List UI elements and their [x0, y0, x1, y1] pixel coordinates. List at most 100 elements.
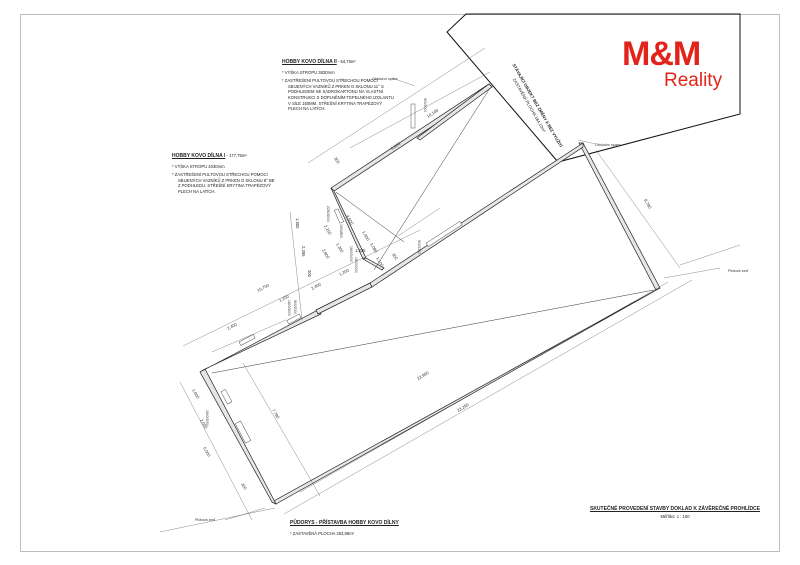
dilna2-title: HOBBY KOVO DÍLNA II [282, 59, 337, 65]
wall-mid-1 [315, 282, 373, 315]
opening-dilna2 [410, 103, 416, 129]
opening-label-4: 900/1300 [417, 240, 421, 254]
dimension-lines [159, 47, 741, 533]
openings [220, 103, 463, 444]
plan-caption: PŮDORYS - PŘÍSTAVBA HOBBY KOVO DÍLNY * Z… [290, 520, 490, 536]
opening-top-2 [286, 313, 302, 325]
opening-label-3: 1800/1000 [354, 257, 358, 273]
opening-label-5: 900/2000 [423, 98, 427, 112]
wall-top-main [369, 142, 584, 288]
diag-main [211, 289, 655, 374]
dim-line-upper-left [211, 319, 287, 353]
dim-seg-s: 300 [240, 482, 248, 491]
wall-dilna2-right [416, 83, 493, 141]
wall-right [578, 142, 661, 291]
wall-dilna2-step [362, 257, 385, 271]
existing-building-outline [446, 13, 741, 163]
notes-dilna1: HOBBY KOVO DÍLNA I - 177,75m² * VÝŠKA ST… [172, 153, 312, 195]
dilna1-area: - 177,75m² [225, 153, 247, 158]
dilna1-line-2: SBIJENÝCH VAZNÍKŮ Z PRKEN O SKLONU 8° BE [178, 177, 275, 183]
dim-seg-m: 1,400 [361, 230, 371, 242]
opening-left-2 [220, 389, 233, 405]
opening-dilna2-left [333, 208, 345, 224]
opening-label-7: 900/2000 [293, 300, 297, 314]
annotation-texts: Obslužní spára Obslužní spára Plotová ze… [195, 77, 749, 522]
document-caption: SKUTEČNÉ PROVEDENÍ STAVBY DOKLAD K ZÁVĚR… [575, 506, 775, 519]
label-plotova-zed-1: Plotová zeď [728, 269, 749, 273]
walls [199, 83, 661, 505]
dim-line-right [595, 149, 681, 269]
dim-line-vertical-left [289, 211, 303, 321]
doc-scale: Měřítko: 1 : 100 [660, 513, 690, 519]
dim-seg-d: 1,200 [338, 267, 350, 277]
existing-building-line-0: STÁVAJÍCÍ OBJEKT BEZ ZMĚNY A BEZ VYUŽITÍ [511, 63, 564, 149]
dim-right-wall: 8,780 [643, 198, 653, 210]
dim-line-inner-height [242, 362, 321, 497]
logo-mm: M&M [622, 35, 701, 73]
label-obsluzni-spara-2: Obslužní spára [595, 143, 621, 147]
label-obsluzni-spara-1: Obslužní spára [372, 77, 398, 81]
dim-seg-o: 1,100 [375, 256, 385, 268]
diag-dilna2-inner [335, 191, 405, 243]
opening-label-1: 1900/800 [339, 224, 343, 238]
diag-dilna2 [373, 87, 491, 271]
dim-seg-k: 2,800 [321, 248, 331, 260]
dim-seg-h: 4,600 [345, 214, 355, 226]
opening-top-3 [425, 221, 463, 247]
dim-seg-n: 1,080 [369, 242, 379, 254]
opening-label-2: 1800/1000 [349, 246, 353, 262]
dim-upper-diag: 8,800 [390, 141, 402, 151]
dim-seg-j: 2,150 [323, 224, 333, 236]
dilna2-line-2: SBIJENÝCH VAZNÍKŮ Z PRKEN O SKLONU 11° S [288, 83, 384, 89]
doc-title: SKUTEČNÉ PROVEDENÍ STAVBY DOKLAD K ZÁVĚR… [589, 506, 761, 512]
opening-label-8: 1800/2000 [205, 410, 209, 426]
wall-upper-left [199, 309, 322, 373]
dim-seg-f: 2,395 [301, 246, 306, 257]
dim-seg-i: 300 [333, 156, 341, 165]
interior-lines [211, 87, 655, 374]
leader-plot-2 [224, 507, 266, 521]
leader-obsluzni-1 [391, 77, 416, 87]
dilna2-line-4: KONSTRUKCI S DOPLNĚNÍM TEPELNÉHO IZOLANT… [288, 94, 394, 100]
dim-inner-height: 7,780 [271, 408, 281, 420]
dim-line-bottom-outer [283, 279, 693, 515]
dim-line-top-inner [349, 71, 491, 149]
dim-seg-e: 1,900 [295, 218, 300, 229]
drawing-frame [20, 14, 780, 552]
dilna1-title: HOBBY KOVO DÍLNA I [172, 153, 226, 159]
fence-line-1 [679, 244, 741, 266]
dim-seg-p: 300 [391, 252, 399, 261]
plan-area: * ZASTAVĚNÁ PLOCHA 253,98m² [290, 530, 355, 536]
dim-bottom-wall: 23,280 [456, 402, 470, 413]
leader-plot-1 [663, 267, 721, 279]
dim-seg-c: 2,400 [310, 281, 322, 291]
logo-reality: Reality [664, 70, 723, 91]
fence-line-2 [159, 507, 276, 533]
opening-left-1 [234, 420, 252, 444]
dilna2-line-1: * ZASTŘEŠENÍ PULTOVOU STŘECHOU POMOCÍ [282, 78, 378, 84]
dilna1-line-1: * ZASTŘEŠENÍ PULTOVOU STŘECHOU POMOCÍ [172, 172, 268, 178]
dilna1-line-3: Z PODHLEDU. STŘEŠNÍ KRYTINA TRAPÉZOVÝ [178, 183, 271, 189]
opening-label-texts: 2250/2000 1900/800 1800/1000 1800/1000 9… [205, 98, 427, 426]
dim-seg-g: 300 [307, 270, 312, 278]
dilna2-line-5: V SÍLE 160MM. STŘEŠNÍ KRYTINA TRAPÉZOVÝ [288, 100, 383, 106]
dim-seg-t: 1,225 [355, 248, 366, 253]
dim-left-wall: 5,000 [202, 446, 212, 458]
brand-logo: M&M Reality [622, 36, 722, 96]
leader-obsluzni-2 [577, 139, 597, 145]
dilna2-line-0: * VÝŠKA STROPU 3830mm [282, 69, 335, 75]
dim-line-left-offset [182, 229, 421, 347]
existing-building-text: STÁVAJÍCÍ OBJEKT BEZ ZMĚNY A BEZ VYUŽITÍ… [511, 63, 564, 149]
dilna2-area: - 54,75m² [336, 59, 356, 64]
opening-label-6: 1800/2000 [287, 300, 291, 316]
dim-long-diag: 22,980 [416, 370, 430, 381]
dilna1-line-4: PLECH NA LATÍCH. [178, 188, 216, 194]
dim-top-wall: 10,100 [426, 107, 440, 119]
opening-label-0: 2250/2000 [326, 206, 330, 222]
label-plotova-zed-2: Plotová zeď [195, 518, 216, 522]
dim-line-top [307, 47, 486, 164]
dimension-texts: 10,100 8,800 8,780 22,980 23,280 7,780 5… [191, 107, 653, 491]
dim-line-left [179, 381, 253, 521]
dilna2-line-6: PLECH NA LATÍCH. [288, 106, 326, 112]
